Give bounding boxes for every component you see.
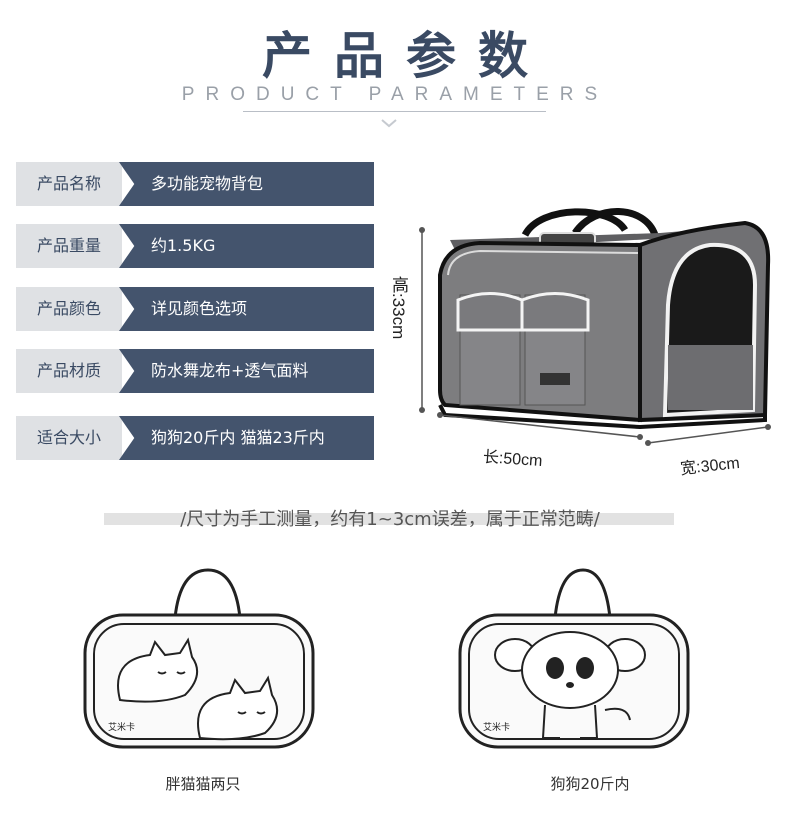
illustration-brand: 艾米卡 <box>483 721 510 733</box>
param-label: 产品名称 <box>16 162 122 206</box>
pet-carrier-bag-image <box>419 208 771 446</box>
dimension-length: 长:50cm <box>482 448 543 471</box>
param-label: 适合大小 <box>16 416 122 460</box>
two-cats-illustration: 艾米卡 <box>83 568 315 749</box>
param-row-name: 产品名称 多功能宠物背包 <box>16 162 374 206</box>
dog-illustration: 艾米卡 <box>458 568 690 749</box>
param-value: 约1.5KG <box>119 224 374 268</box>
param-label: 产品颜色 <box>16 287 122 331</box>
param-value: 详见颜色选项 <box>119 287 374 331</box>
param-label: 产品材质 <box>16 349 122 393</box>
param-value: 防水舞龙布+透气面料 <box>119 349 374 393</box>
dimension-width: 宽:30cm <box>679 454 741 479</box>
param-row-material: 产品材质 防水舞龙布+透气面料 <box>16 349 374 393</box>
illustration-brand: 艾米卡 <box>108 721 135 733</box>
chevron-down-icon <box>381 119 397 128</box>
param-value: 多功能宠物背包 <box>119 162 374 206</box>
note-band <box>104 513 674 525</box>
page-subtitle: PRODUCT PARAMETERS <box>181 84 609 105</box>
param-row-size: 适合大小 狗狗20斤内 猫猫23斤内 <box>16 416 374 460</box>
subtitle-underline <box>243 111 546 112</box>
illustration-caption-dog: 狗狗20斤内 <box>550 775 630 793</box>
param-row-color: 产品颜色 详见颜色选项 <box>16 287 374 331</box>
param-row-weight: 产品重量 约1.5KG <box>16 224 374 268</box>
page-title: 产品参数 <box>262 27 550 85</box>
measurement-note: /尺寸为手工测量，约有1~3cm误差，属于正常范畴/ <box>180 509 600 530</box>
param-value: 狗狗20斤内 猫猫23斤内 <box>119 416 374 460</box>
illustration-caption-cats: 胖猫猫两只 <box>165 775 241 793</box>
dimension-height: 高:33cm <box>389 276 408 340</box>
param-label: 产品重量 <box>16 224 122 268</box>
